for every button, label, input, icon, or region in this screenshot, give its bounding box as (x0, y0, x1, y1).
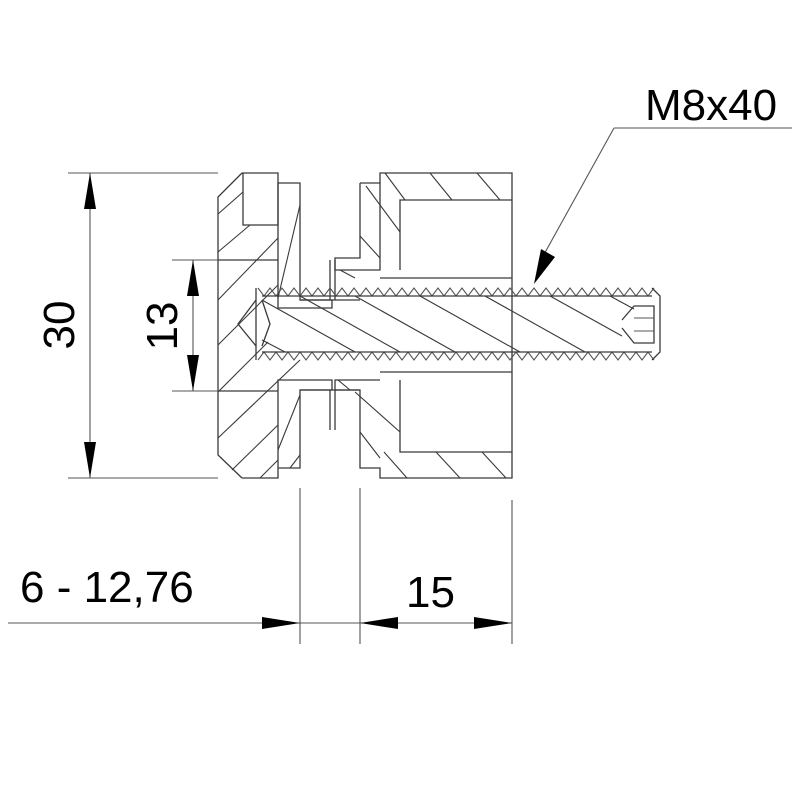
left-part-hatching (217, 191, 301, 479)
dim-glass-thickness-label: 6 - 12,76 (20, 563, 194, 612)
bolt-thread-helix (261, 295, 635, 353)
dimension-bottom: 6 - 12,76 15 (8, 488, 513, 644)
right-clamp-part (334, 172, 513, 479)
dimension-overall-height: 30 (35, 172, 218, 479)
bolt-spec-label: M8x40 (645, 81, 777, 130)
dim-30-label: 30 (35, 301, 84, 350)
dim-13-label: 13 (138, 302, 187, 351)
dim-15-label: 15 (406, 568, 455, 617)
dimension-bore-height: 13 (138, 259, 218, 392)
center-neck (300, 260, 360, 430)
bolt (237, 287, 661, 361)
right-part-hatching (337, 172, 507, 479)
left-clamp-part (217, 172, 333, 479)
bolt-callout: M8x40 (534, 81, 792, 284)
